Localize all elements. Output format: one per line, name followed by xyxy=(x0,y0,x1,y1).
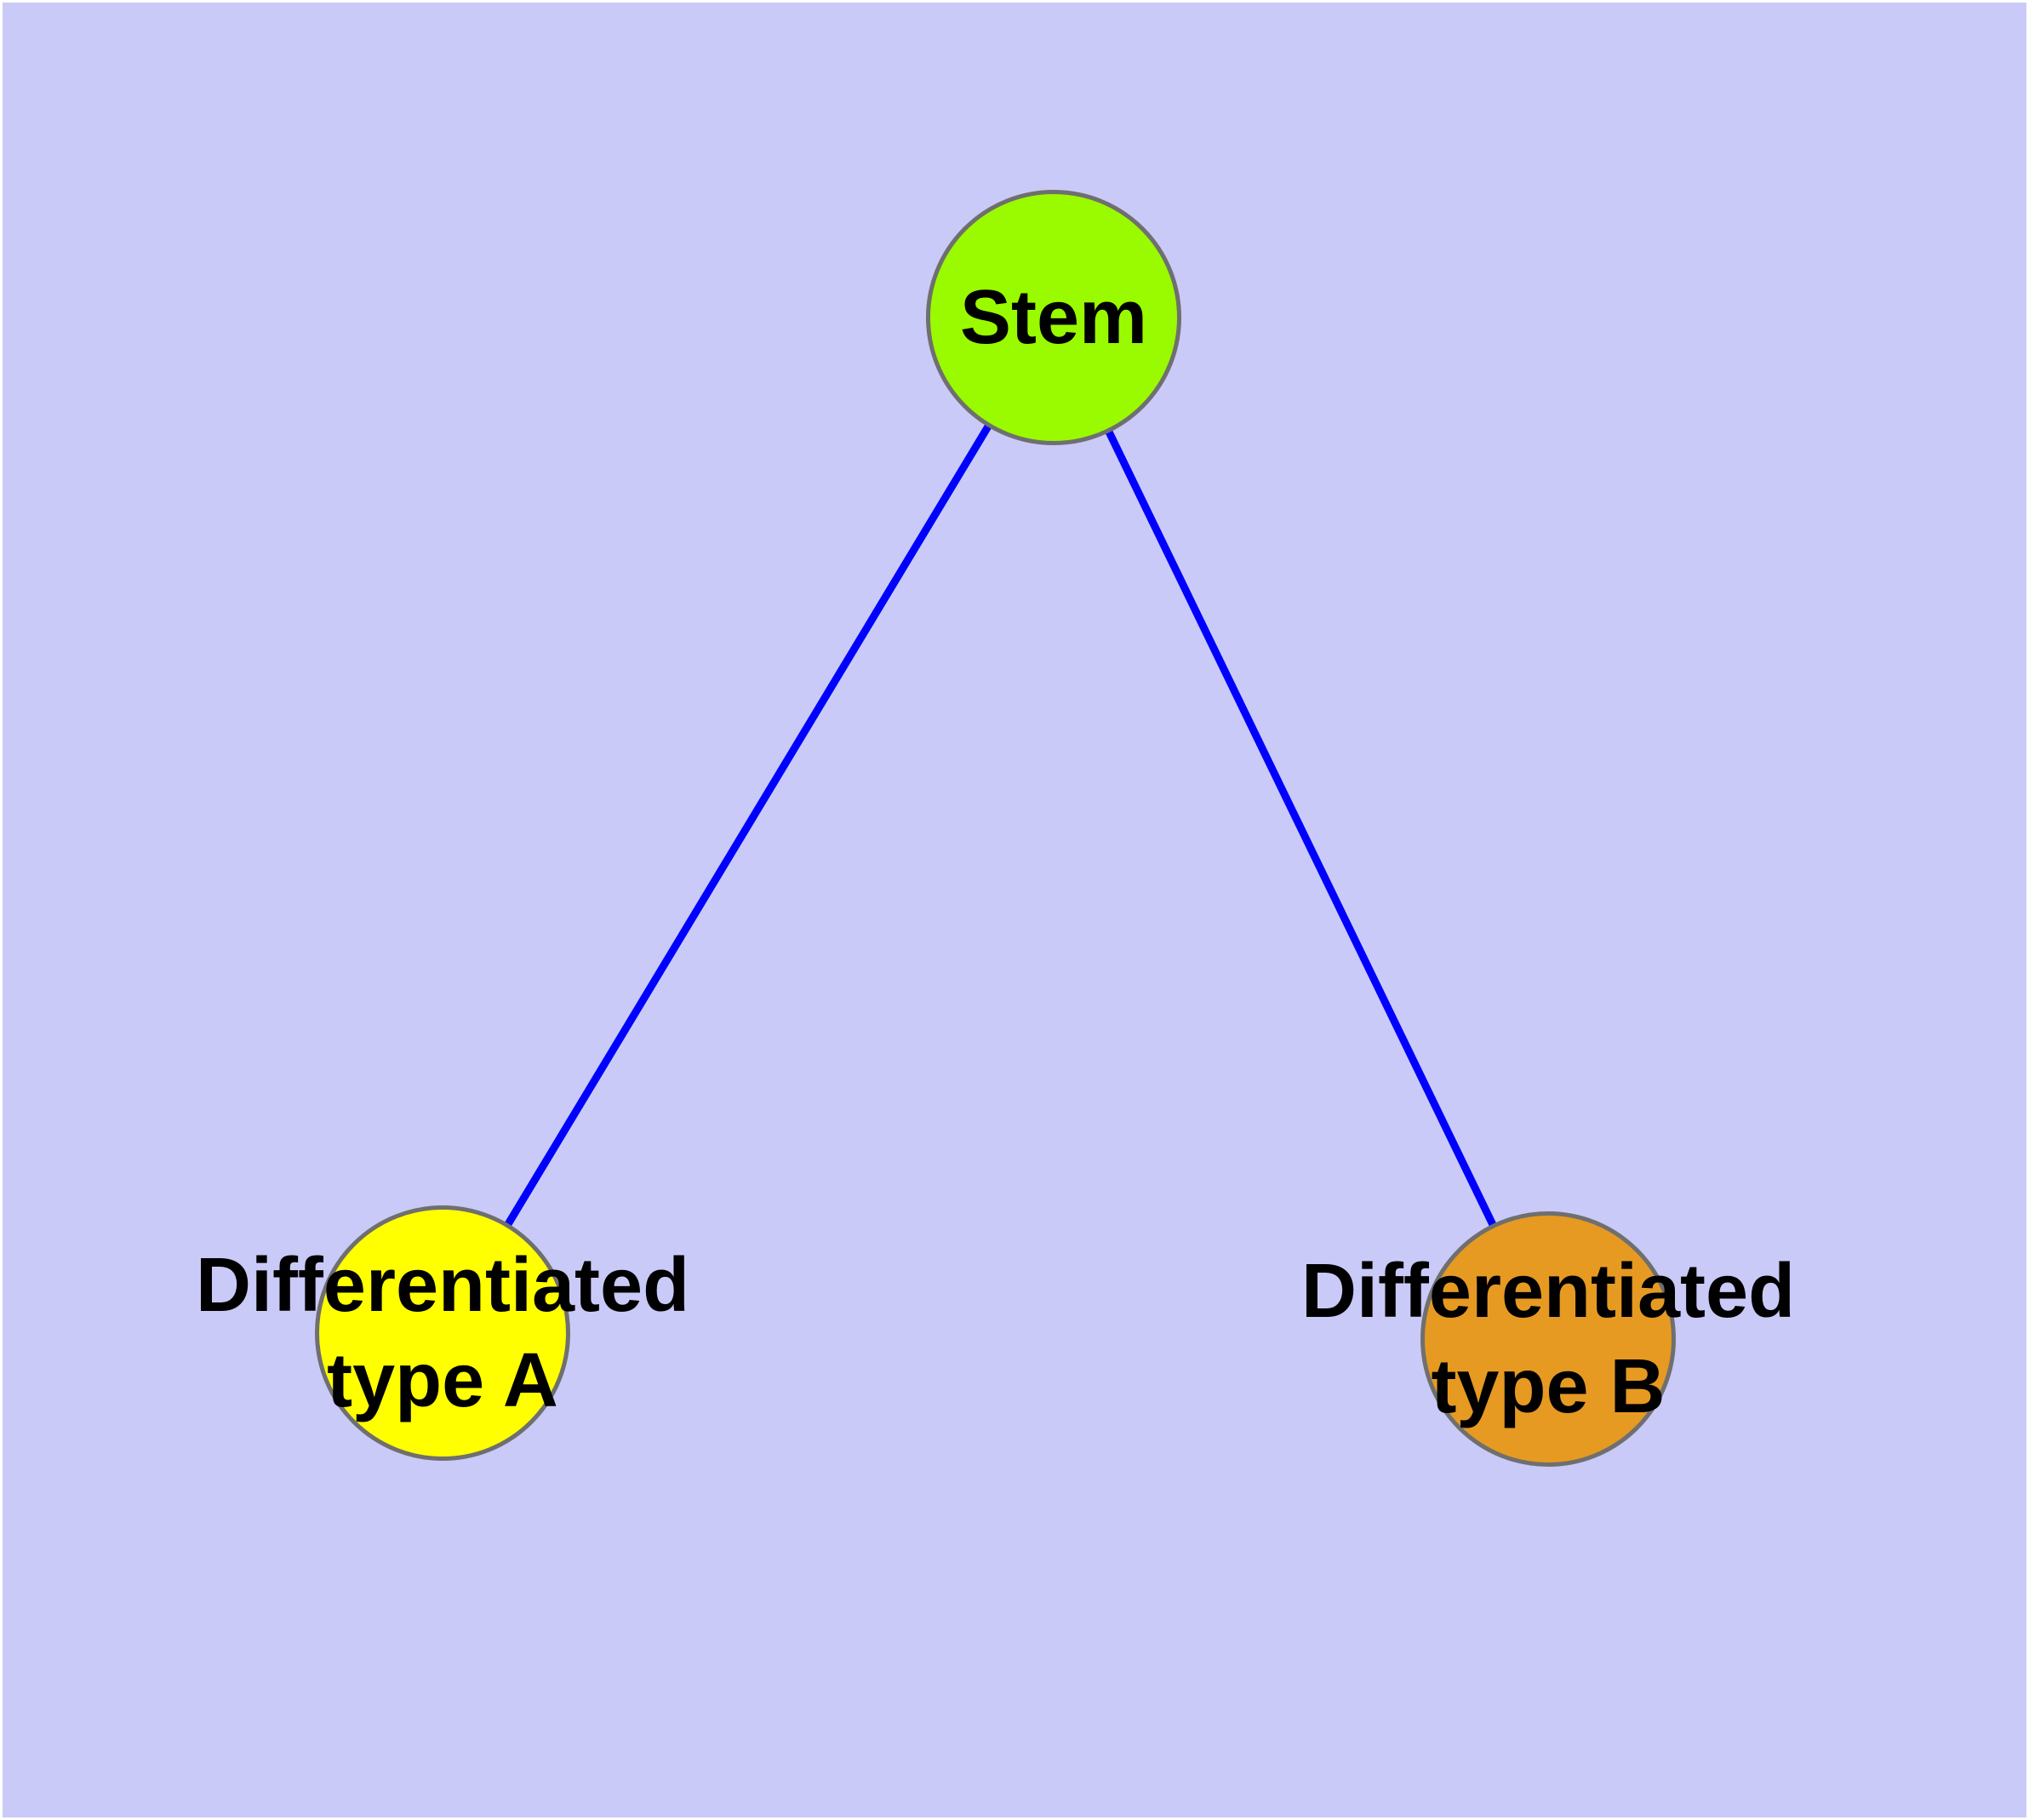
node-label-differentiated-type-a: Differentiated type A xyxy=(196,1238,689,1428)
edge-stem-to-differentiated-type-a xyxy=(439,315,1057,1336)
label-line-stem-0: Stem xyxy=(959,275,1148,360)
node-label-differentiated-type-b: Differentiated type B xyxy=(1301,1244,1795,1434)
node-differentiated-type-b xyxy=(1420,1211,1676,1467)
label-line-differentiated-type-a-1: type A xyxy=(327,1338,558,1423)
node-stem xyxy=(926,190,1181,445)
edge-stem-to-differentiated-type-b xyxy=(1049,316,1552,1341)
node-label-stem: Stem xyxy=(960,270,1147,365)
label-line-differentiated-type-b-1: type B xyxy=(1431,1344,1666,1429)
node-differentiated-type-a xyxy=(315,1205,570,1461)
label-line-differentiated-type-b-0: Differentiated xyxy=(1300,1249,1796,1334)
label-line-differentiated-type-a-0: Differentiated xyxy=(195,1243,690,1328)
